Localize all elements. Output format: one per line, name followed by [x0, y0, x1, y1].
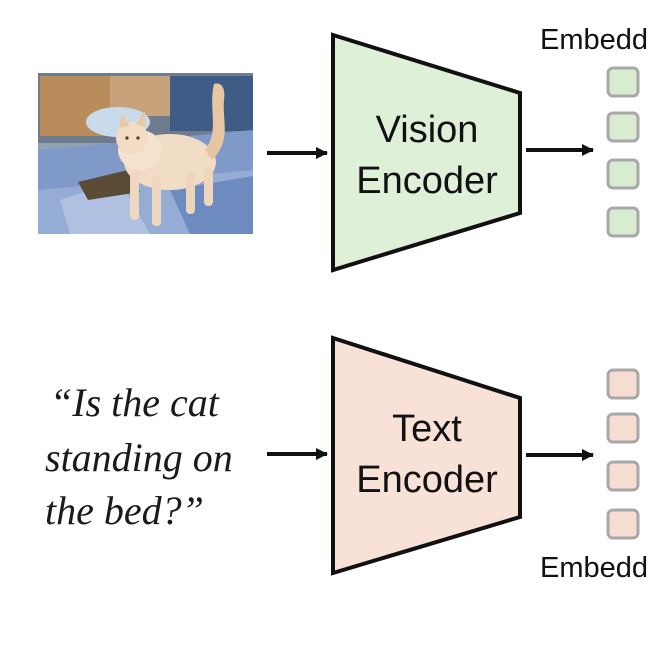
text-embedding-token — [606, 412, 640, 444]
vision-embedding-tokens — [606, 66, 640, 238]
text-encoder-label-line2: Encoder — [356, 459, 498, 501]
cat-photo — [38, 73, 253, 234]
vision-embedding-token — [606, 158, 640, 190]
vision-embedding-token — [606, 206, 640, 238]
vision-encoder-label-line1: Vision — [376, 109, 479, 151]
vision-embedding-token — [606, 111, 640, 143]
text-embeddings-label: Embedd — [540, 552, 648, 584]
vision-embedding-token — [606, 66, 640, 98]
text-encoder-block — [331, 335, 522, 576]
vision-encoder-label-line2: Encoder — [356, 160, 498, 202]
text-embedding-token — [606, 508, 640, 540]
text-embedding-tokens — [606, 368, 640, 540]
vision-embeddings-label: Embedd — [540, 24, 648, 56]
vision-encoder-block — [331, 32, 522, 273]
text-encoder-label-line1: Text — [392, 408, 462, 450]
question-text-line2: standing on — [45, 435, 233, 480]
question-text-line3: the bed?” — [45, 488, 204, 533]
text-embedding-token — [606, 368, 640, 400]
text-embedding-token — [606, 460, 640, 492]
question-text-line1: “Is the cat — [50, 380, 220, 425]
